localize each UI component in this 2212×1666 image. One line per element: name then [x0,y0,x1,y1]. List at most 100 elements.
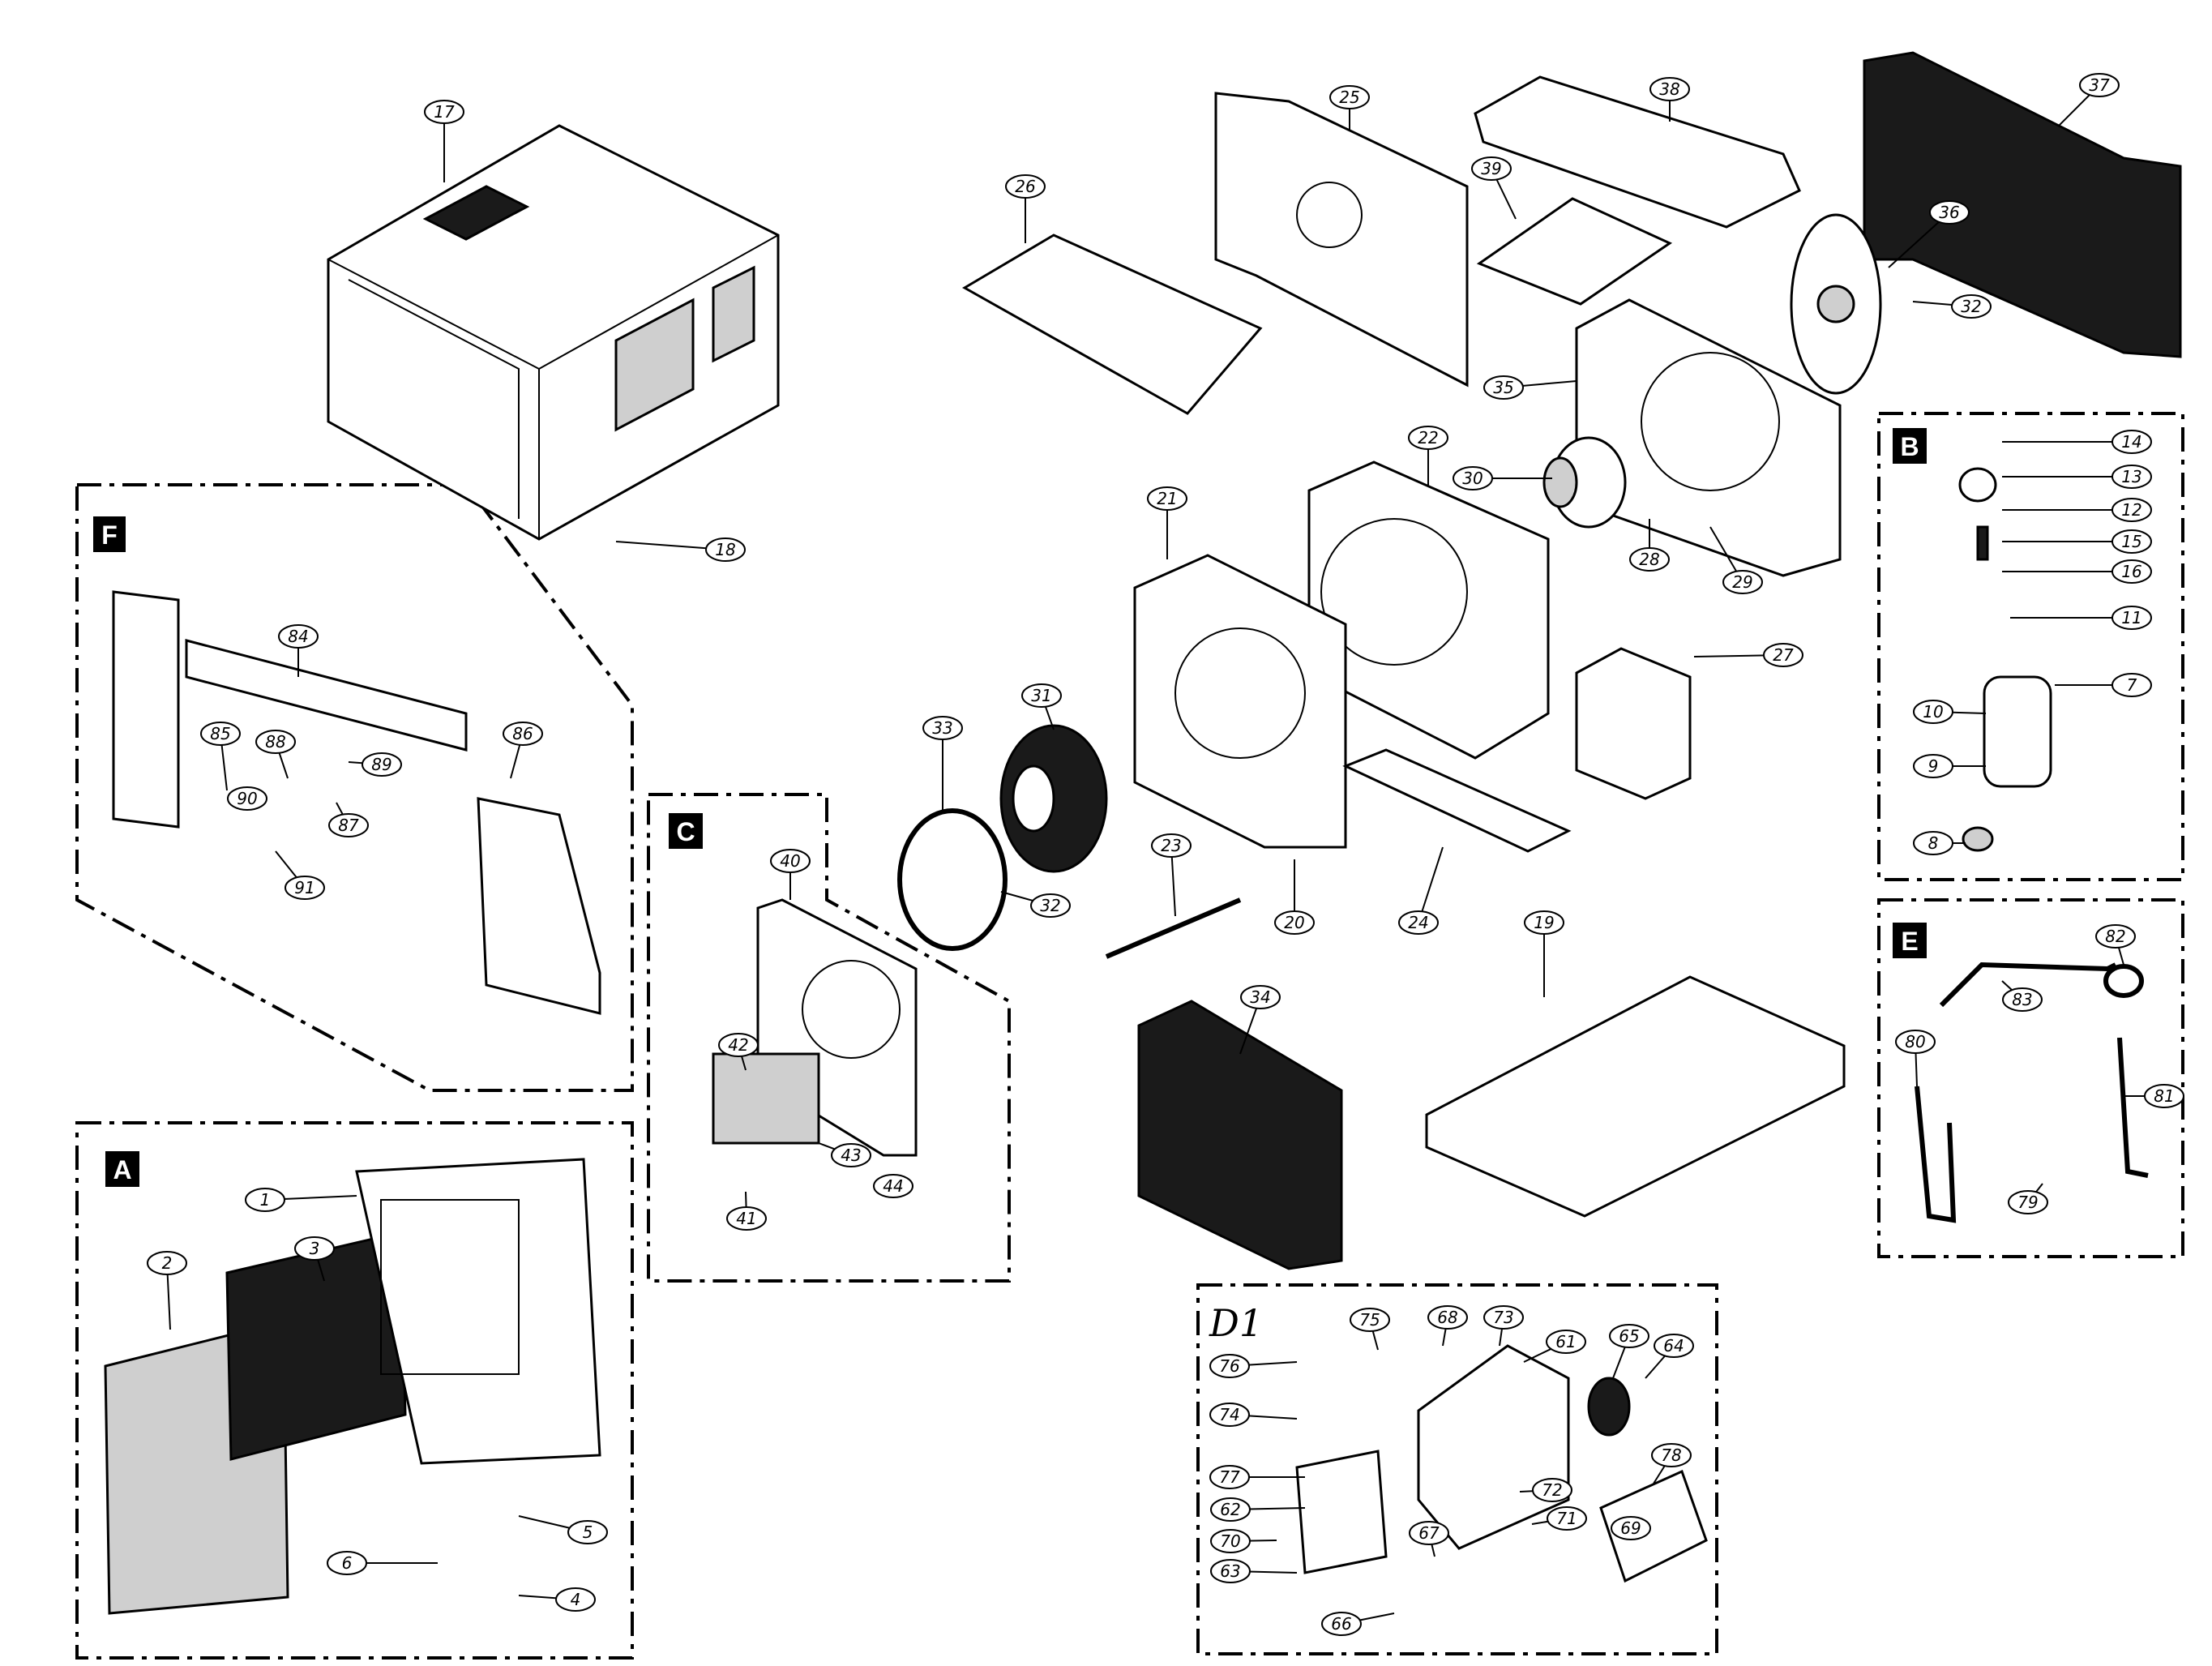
callout-33: 33 [922,716,963,811]
callout-bubble-16 [2111,559,2152,584]
callout-7: 7 [2055,673,2152,697]
callout-number-41: 41 [736,1209,756,1228]
section-label-b: B [1893,428,1927,464]
callout-bubble-4 [555,1587,596,1612]
callout-bubble-32 [1951,294,1992,319]
section-frame-e [1877,898,2184,1258]
callout-bubble-21 [1147,486,1187,511]
callout-number-2: 2 [162,1253,173,1273]
callout-bubble-39 [1471,156,1512,181]
callout-number-23: 23 [1161,836,1181,855]
callout-20: 20 [1274,859,1315,935]
callout-26: 26 [1005,174,1046,243]
callout-number-88: 88 [265,732,285,752]
callout-bubble-77 [1209,1465,1250,1489]
callout-43: 43 [818,1142,871,1167]
callout-38: 38 [1649,77,1690,122]
callout-83: 83 [2001,980,2043,1012]
callout-bubble-6 [327,1551,367,1575]
callout-89: 89 [348,752,402,777]
callout-15: 15 [2002,529,2152,554]
callout-bubble-24 [1398,910,1439,935]
callout-bubble-19 [1524,910,1564,935]
callout-2: 2 [147,1251,187,1330]
fan-motor-drawing [1542,436,1627,529]
callout-72: 72 [1519,1478,1572,1502]
callout-bubble-63 [1210,1559,1251,1583]
callout-bubble-91 [285,876,325,900]
callout-bubble-25 [1329,85,1370,109]
callout-28: 28 [1629,519,1670,572]
callout-bubble-44 [873,1174,913,1198]
callout-bubble-70 [1210,1529,1251,1553]
callout-number-16: 16 [2121,562,2141,581]
callout-16: 16 [2002,559,2152,584]
callout-bubble-74 [1209,1403,1250,1427]
callout-number-65: 65 [1619,1326,1639,1346]
callout-bubble-72 [1532,1478,1572,1502]
callout-bubble-35 [1483,375,1524,400]
cabinet-drawing [327,124,780,541]
callout-number-5: 5 [583,1523,593,1542]
ring-33-drawing [897,808,1008,951]
top-plate-drawing [961,233,1263,415]
callout-bubble-3 [294,1236,335,1261]
callout-bubble-29 [1722,570,1763,594]
callout-leader-24 [1418,846,1444,923]
callout-number-91: 91 [294,878,314,897]
callout-13: 13 [2002,465,2152,489]
callout-61: 61 [1523,1330,1586,1363]
orifice-plate-drawing [1133,554,1347,849]
callout-8: 8 [1913,831,1966,855]
callout-bubble-28 [1629,547,1670,572]
callout-36: 36 [1888,200,1970,268]
callout-bubble-15 [2111,529,2152,554]
callout-73: 73 [1483,1305,1524,1347]
callout-number-74: 74 [1219,1405,1239,1424]
base-pan-drawing [1425,975,1846,1218]
callout-number-39: 39 [1481,159,1501,178]
callout-bubble-34 [1240,985,1281,1009]
callout-34: 34 [1239,985,1281,1055]
callout-bubble-81 [2144,1084,2184,1108]
base-rail-drawing [1342,748,1572,853]
callout-number-1: 1 [260,1190,271,1210]
callout-35: 35 [1483,375,1577,400]
callout-32b: 32 [1000,891,1071,918]
callout-9: 9 [1913,754,1986,778]
callout-17: 17 [424,100,464,182]
callout-number-6: 6 [342,1553,353,1573]
callout-14: 14 [2002,430,2152,454]
callout-number-34: 34 [1250,987,1270,1007]
callout-number-85: 85 [210,724,230,743]
condenser-coil-drawing [1863,51,2182,358]
callout-number-13: 13 [2121,467,2141,486]
callout-number-42: 42 [728,1035,748,1055]
section-label-a-text: A [113,1155,131,1184]
callout-bubble-73 [1483,1305,1524,1330]
callout-number-24: 24 [1408,913,1428,932]
callout-bubble-1 [245,1188,285,1212]
bulkhead-c-drawing [712,898,918,1157]
callout-bubble-87 [328,813,369,837]
refrigerant-tubes-drawing [1915,961,2149,1223]
callout-number-10: 10 [1923,702,1943,722]
callout-bubble-26 [1005,174,1046,199]
callout-bubble-71 [1547,1506,1587,1531]
callout-66: 66 [1321,1612,1395,1636]
callout-bubble-20 [1274,910,1315,935]
callout-bubble-36 [1929,200,1970,225]
callout-number-32b: 32 [1040,896,1060,915]
section-frame-f [75,483,634,1092]
callout-bubble-65 [1609,1324,1649,1348]
callout-number-77: 77 [1219,1467,1240,1487]
callout-19: 19 [1524,910,1564,997]
front-grille-drawing [104,1158,601,1615]
callout-bubble-69 [1611,1516,1651,1540]
callout-number-9: 9 [1928,756,1939,776]
callout-number-18: 18 [715,540,735,559]
callout-bubble-68 [1427,1305,1468,1330]
callout-64: 64 [1645,1334,1694,1379]
callout-number-32: 32 [1961,297,1981,316]
callout-number-25: 25 [1339,88,1359,107]
